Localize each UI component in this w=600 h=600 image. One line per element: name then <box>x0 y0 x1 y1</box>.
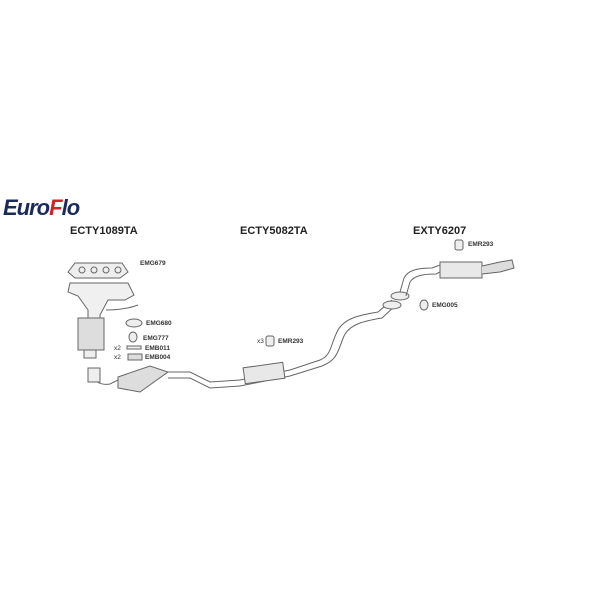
section-code-middle: ECTY5082TA <box>240 225 308 237</box>
logo-text: Euro <box>3 195 50 220</box>
part-label-emg680: EMG680 <box>146 320 172 327</box>
part-label-emr293-rear: EMR293 <box>468 241 494 248</box>
section-code-rear: EXTY6207 <box>413 225 467 237</box>
section-code-front: ECTY1089TA <box>70 225 138 237</box>
qty-emb011: x2 <box>114 345 121 352</box>
part-label-emb004: EMB004 <box>145 354 171 361</box>
qty-emr293-middle: x3 <box>257 338 264 345</box>
logo-accent: F <box>49 195 62 220</box>
part-label-emr293-middle: EMR293 <box>278 338 304 345</box>
logo-text-end: lo <box>61 195 81 220</box>
eurofloo-logo: EuroFlo <box>3 195 81 221</box>
part-label-emg679: EMG679 <box>140 260 166 267</box>
part-label-emg777: EMG777 <box>143 335 169 342</box>
part-label-emg005: EMG005 <box>432 302 458 309</box>
qty-emb004: x2 <box>114 354 121 361</box>
part-label-emb011: EMB011 <box>145 345 170 352</box>
